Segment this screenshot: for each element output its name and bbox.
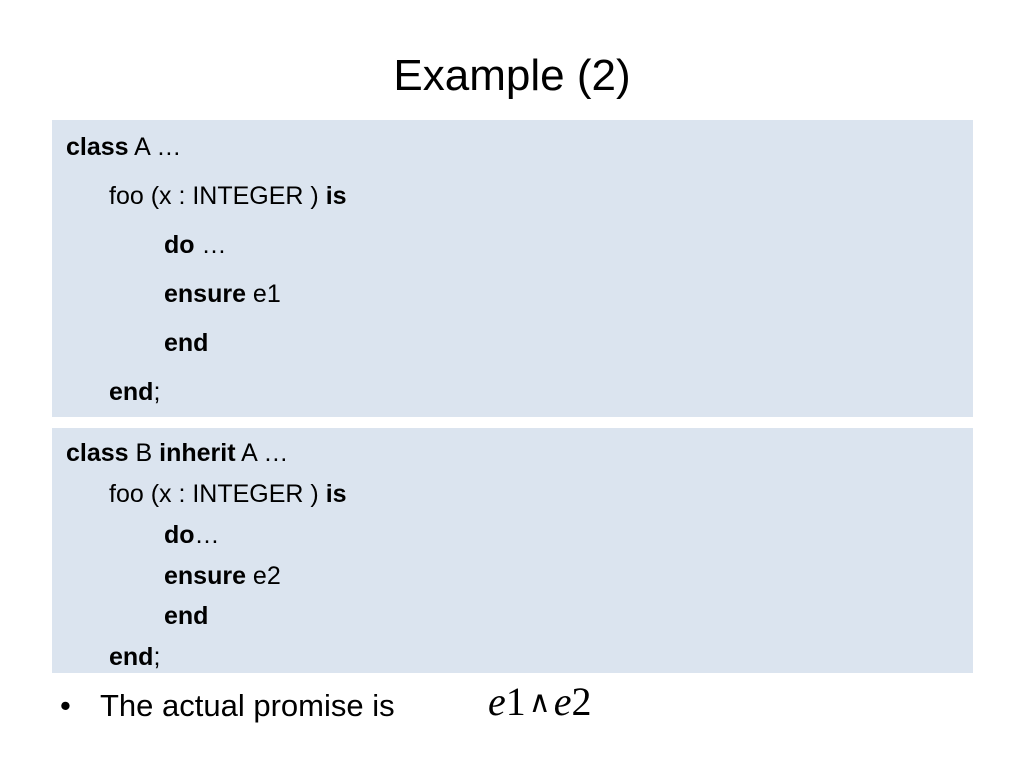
code-text: A … — [235, 439, 289, 467]
code-line: ensure e1 — [164, 279, 281, 309]
keyword: class — [66, 439, 129, 467]
code-text: … — [194, 521, 220, 549]
code-line: class B inherit A … — [66, 438, 288, 468]
logical-and-symbol: ∧ — [528, 686, 551, 719]
formula: e1∧e2 — [488, 678, 592, 730]
keyword: inherit — [159, 439, 236, 467]
code-block-class-b: class B inherit A … foo (x : INTEGER ) i… — [52, 428, 973, 673]
code-text: A … — [128, 133, 182, 161]
code-text: ; — [153, 378, 161, 406]
keyword: end — [164, 602, 209, 630]
code-line: foo (x : INTEGER ) is — [109, 181, 347, 211]
code-text: e1 — [245, 280, 281, 308]
keyword: is — [325, 182, 347, 210]
formula-number: 2 — [571, 679, 592, 724]
bullet-icon: • — [60, 688, 71, 723]
keyword: end — [109, 643, 154, 671]
keyword: class — [66, 133, 129, 161]
keyword: do — [164, 521, 195, 549]
keyword: ensure — [164, 280, 246, 308]
code-line: end; — [109, 642, 160, 672]
bullet-item: • The actual promise is — [60, 686, 395, 726]
code-text: foo (x : INTEGER ) — [109, 182, 326, 210]
code-line: end — [164, 601, 208, 631]
code-line: end; — [109, 377, 160, 407]
code-line: end — [164, 328, 208, 358]
code-text: B — [128, 439, 160, 467]
slide-title: Example (2) — [393, 51, 631, 100]
keyword: do — [164, 231, 195, 259]
code-text: e2 — [245, 562, 281, 590]
code-text: foo (x : INTEGER ) — [109, 480, 326, 508]
code-line: do … — [164, 230, 227, 260]
keyword: is — [325, 480, 347, 508]
code-block-class-a: class A … foo (x : INTEGER ) is do … ens… — [52, 120, 973, 417]
formula-variable: e — [553, 679, 572, 724]
code-line: do… — [164, 520, 220, 550]
formula-number: 1 — [505, 679, 526, 724]
code-text: … — [194, 231, 227, 259]
code-line: class A … — [66, 132, 181, 162]
keyword: end — [164, 329, 209, 357]
keyword: end — [109, 378, 154, 406]
bullet-text: The actual promise is — [100, 688, 395, 723]
code-text: ; — [153, 643, 161, 671]
code-line: ensure e2 — [164, 561, 281, 591]
keyword: ensure — [164, 562, 246, 590]
formula-variable: e — [488, 679, 506, 724]
code-line: foo (x : INTEGER ) is — [109, 479, 347, 509]
